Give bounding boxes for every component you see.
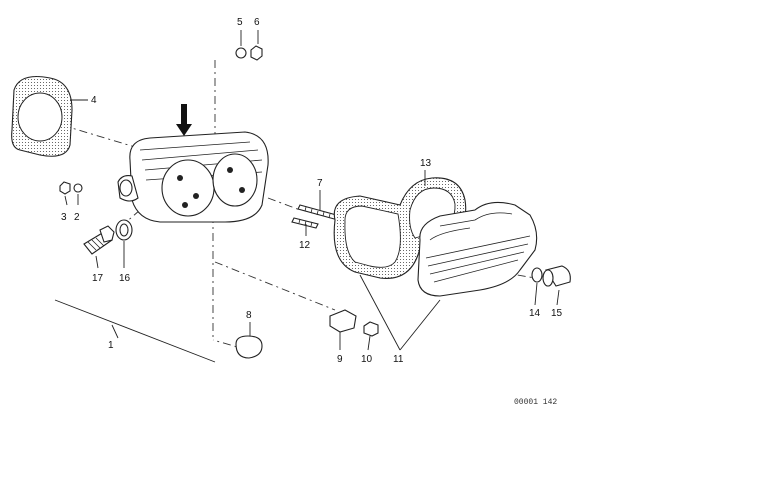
diagram-number: 00001 142 — [514, 398, 557, 407]
nut-9 — [329, 309, 357, 333]
stud-12 — [291, 217, 319, 229]
callout-15: 15 — [551, 308, 563, 319]
callout-labels: 1 2 3 4 5 6 7 8 9 10 11 12 13 14 15 16 1… — [61, 17, 563, 407]
callout-17: 17 — [92, 273, 104, 284]
leader-lines — [64, 30, 560, 351]
union-screw-17 — [83, 225, 115, 255]
nut-6 — [250, 45, 263, 61]
nut-10 — [363, 321, 379, 337]
indicator-arrow — [176, 104, 192, 136]
callout-12: 12 — [299, 240, 311, 251]
cap-nut-15 — [542, 265, 571, 287]
sealing-ring-16 — [115, 219, 133, 241]
callout-6: 6 — [254, 17, 260, 28]
nut-3 — [59, 181, 71, 195]
callout-4: 4 — [91, 95, 97, 106]
valve-cover-gasket — [333, 177, 467, 279]
stud-7 — [297, 204, 341, 221]
valve-cover — [417, 201, 538, 297]
washer-14 — [531, 267, 543, 283]
callout-9: 9 — [337, 354, 343, 365]
callout-10: 10 — [361, 354, 373, 365]
callout-11: 11 — [393, 354, 404, 365]
callout-14: 14 — [529, 308, 541, 319]
cylinder-head — [117, 131, 269, 223]
callout-16: 16 — [119, 273, 131, 284]
callout-8: 8 — [246, 310, 252, 321]
callout-3: 3 — [61, 212, 67, 223]
callout-1: 1 — [108, 340, 114, 351]
callout-13: 13 — [420, 158, 432, 169]
nut-5 — [235, 47, 247, 59]
cap-nut-8 — [235, 335, 263, 359]
callout-5: 5 — [237, 17, 243, 28]
cylinder-head-gasket — [11, 75, 73, 157]
callout-7: 7 — [317, 178, 323, 189]
washer-2 — [73, 183, 83, 193]
callout-2: 2 — [74, 212, 80, 223]
